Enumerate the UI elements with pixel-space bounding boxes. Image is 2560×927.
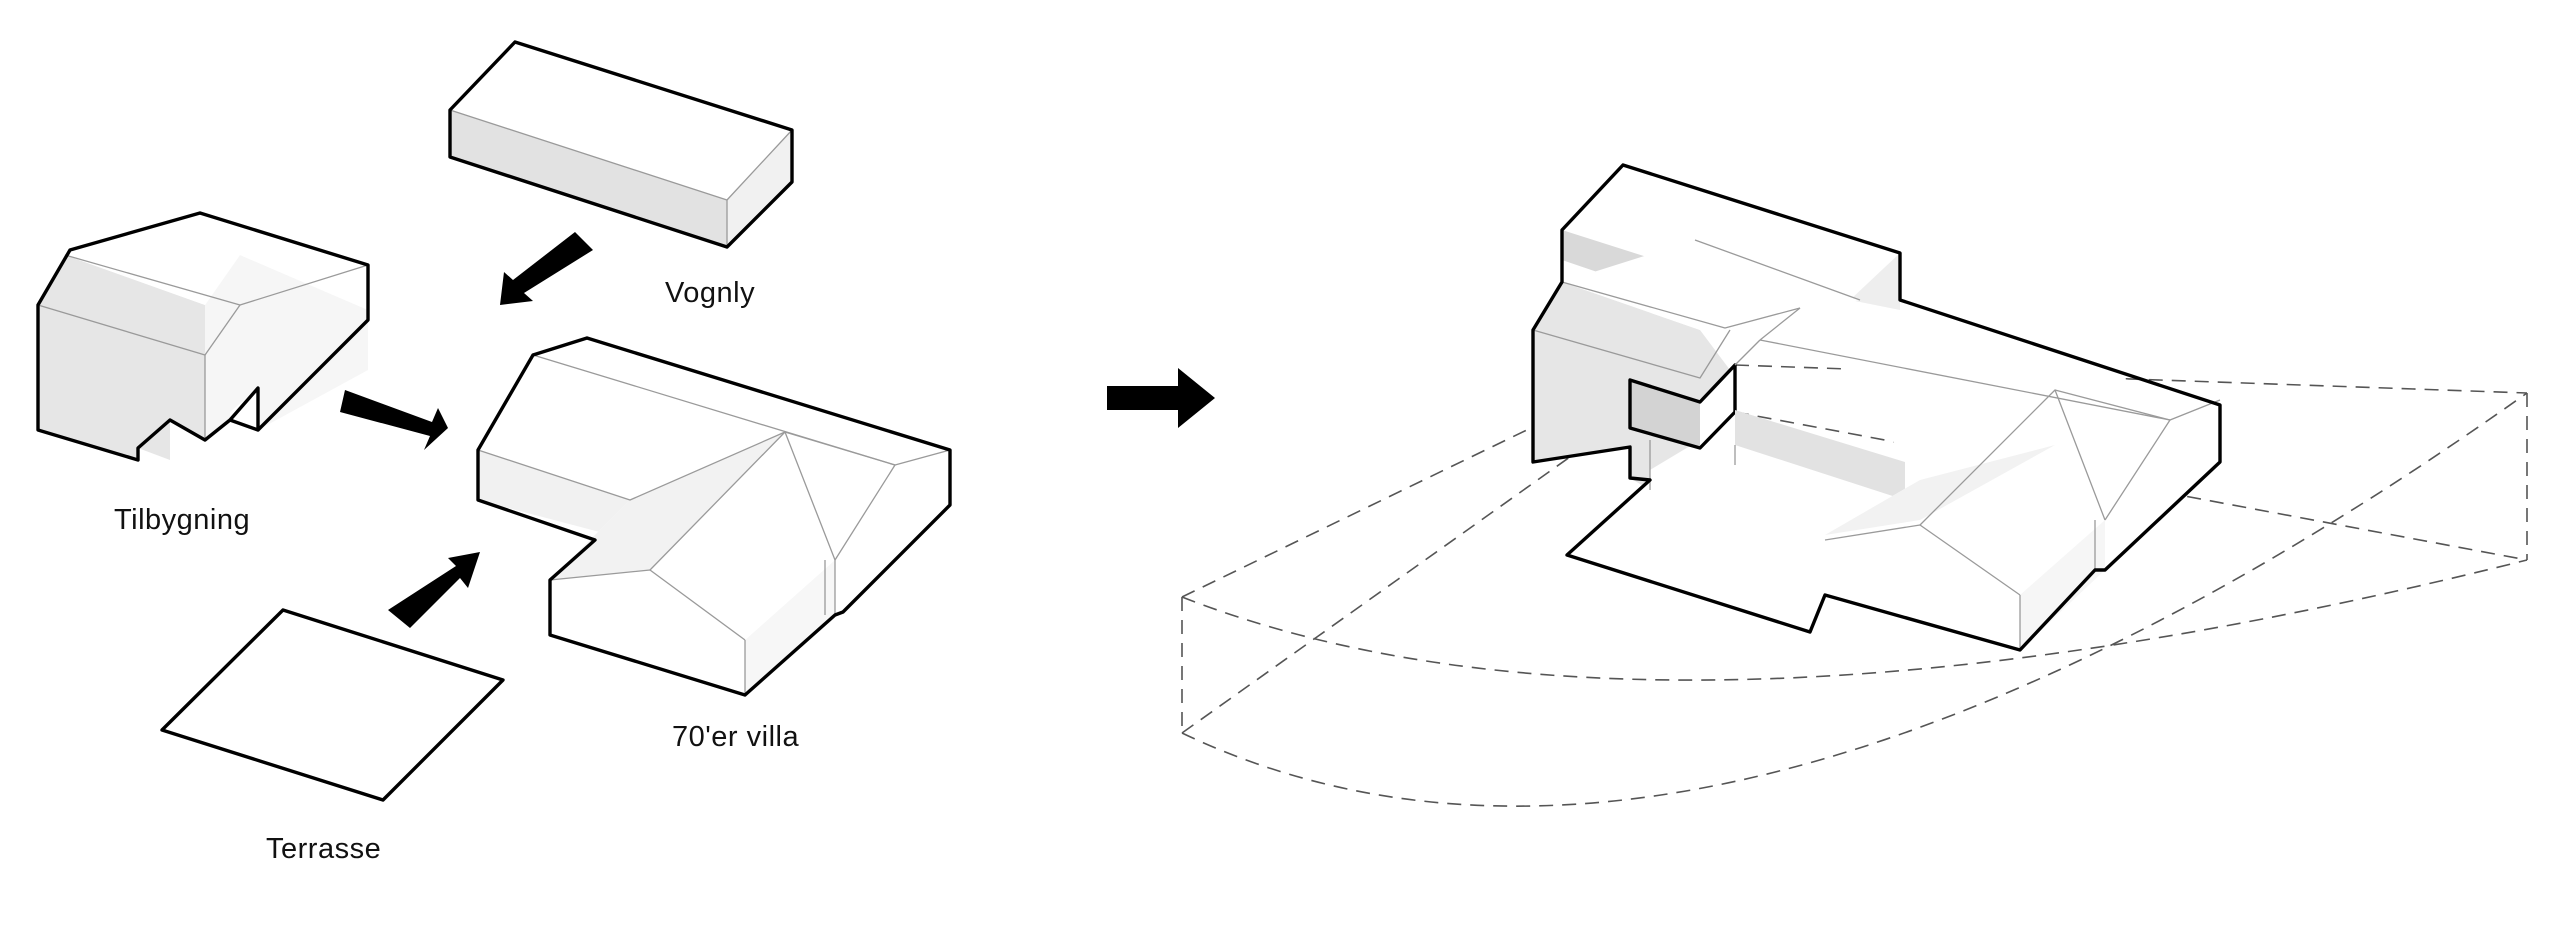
arrow-icon [388, 552, 480, 628]
vognly-top-face [450, 42, 792, 200]
label-vognly: Vognly [665, 277, 755, 309]
arrow-icon [1107, 368, 1215, 428]
tilbygning-side-face [205, 255, 368, 440]
villa-roof-plane [550, 432, 785, 580]
tilbygning-outline [36, 211, 370, 462]
villa-volume [476, 336, 952, 697]
vognly-volume [448, 40, 794, 249]
view-arc-lower [1181, 392, 2528, 807]
villa-outline [476, 336, 952, 697]
villa-side-wall [745, 560, 835, 695]
vognly-side-face [727, 130, 792, 247]
tilbygning-volume [36, 211, 370, 462]
vognly-front-face [450, 110, 727, 247]
label-villa: 70'er villa [672, 721, 799, 753]
label-tilbygning: Tilbygning [114, 504, 250, 536]
combined-outline [1531, 163, 2222, 652]
vognly-outline [448, 40, 794, 249]
label-terrasse: Terrasse [266, 833, 381, 865]
combined-volume [1181, 163, 2528, 807]
terrasse-volume [160, 608, 505, 802]
arrow-icon [500, 232, 593, 305]
terrasse-surface [162, 610, 503, 800]
villa-front-wall [550, 580, 745, 695]
terrasse-outline [160, 608, 505, 802]
tilbygning-roof [65, 213, 368, 310]
arrow-icon [340, 390, 448, 450]
tilbygning-front-face [38, 255, 205, 460]
villa-left-wall [478, 450, 630, 540]
view-arc-upper [1181, 559, 2528, 681]
